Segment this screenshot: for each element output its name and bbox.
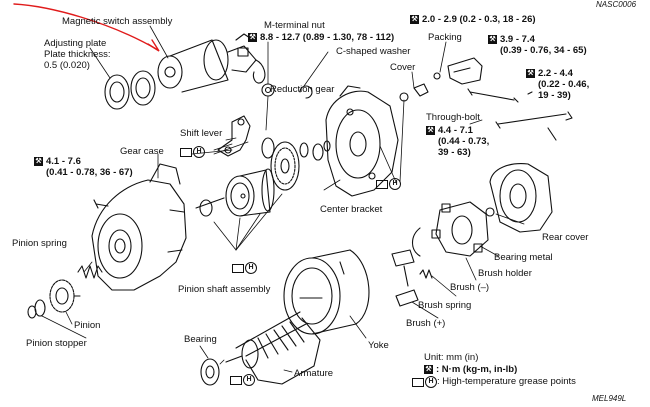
label-pinion-stopper: Pinion stopper xyxy=(26,338,87,349)
grease-h-icon: H xyxy=(245,262,257,274)
wrench-icon: ⚒ xyxy=(248,32,257,42)
grease-marker: H xyxy=(230,374,255,386)
wrench-icon: ⚒ xyxy=(34,156,43,166)
grease-marker: H xyxy=(376,178,401,190)
wrench-icon: ⚒ xyxy=(526,68,535,78)
gear-case-drawing xyxy=(91,163,187,291)
grease-h-icon: H xyxy=(193,146,205,158)
leader-lines xyxy=(41,25,525,373)
wrench-icon: ⚒ xyxy=(424,364,433,374)
magnetic-switch-drawing xyxy=(157,33,266,93)
torque-through-bolt: ⚒4.4 - 7.1(0.44 - 0.73,39 - 63) xyxy=(426,125,490,158)
label-shift-lever: Shift lever xyxy=(180,128,223,139)
label-brush-plus: Brush (+) xyxy=(406,318,446,329)
legend-unit: Unit: mm (in) xyxy=(424,352,479,363)
label-brush-spring: Brush spring xyxy=(418,300,472,311)
label-bearing: Bearing xyxy=(184,334,217,345)
legend: Unit: mm (in) ⚒: N·m (kg-m, in-lb) H: Hi… xyxy=(412,352,576,388)
packing-cover-drawing xyxy=(413,57,483,97)
label-center-bracket: Center bracket xyxy=(320,204,383,215)
torque-terminal-bolt: ⚒3.9 - 7.4(0.39 - 0.76, 34 - 65) xyxy=(488,34,587,56)
grease-h-icon: H xyxy=(389,178,401,190)
label-brush-minus: Brush (–) xyxy=(450,282,490,293)
center-bracket-drawing xyxy=(325,85,399,197)
torque-cover-screw: ⚒2.0 - 2.9 (0.2 - 0.3, 18 - 26) xyxy=(410,14,536,25)
wrench-icon: ⚒ xyxy=(488,34,497,44)
label-yoke: Yoke xyxy=(368,340,389,351)
brushes-drawing xyxy=(391,249,433,307)
bolts-drawing xyxy=(93,88,573,209)
label-reduction-gear: Reduction gear xyxy=(270,84,335,95)
label-brush-holder: Brush holder xyxy=(478,268,532,279)
reduction-gear-drawing xyxy=(261,137,331,191)
grease-h-icon: H xyxy=(243,374,255,386)
wrench-icon: ⚒ xyxy=(410,14,419,24)
label-bearing-metal: Bearing metal xyxy=(494,252,553,263)
bearing-drawing xyxy=(200,358,220,386)
torque-gear-case-bolt: ⚒4.1 - 7.6(0.41 - 0.78, 36 - 67) xyxy=(34,156,133,178)
label-c-washer: C-shaped washer xyxy=(336,46,411,57)
wrench-icon: ⚒ xyxy=(426,125,435,135)
legend-torque: ⚒: N·m (kg-m, in-lb) xyxy=(424,364,518,375)
label-m-terminal-nut: M-terminal nut xyxy=(264,20,325,31)
label-cover: Cover xyxy=(390,62,416,73)
label-gear-case: Gear case xyxy=(120,146,164,157)
legend-grease: H: High-temperature grease points xyxy=(412,376,576,388)
torque-rear-screw: ⚒2.2 - 4.4(0.22 - 0.46,19 - 39) xyxy=(526,68,590,101)
armature-drawing xyxy=(225,311,321,385)
yoke-drawing xyxy=(283,249,370,335)
pinion-shaft-drawing xyxy=(195,168,275,217)
label-magnetic-switch: Magnetic switch assembly xyxy=(62,16,173,27)
pinion-parts-drawing xyxy=(27,265,103,319)
doc-code: NASC0006 xyxy=(596,0,637,9)
brush-holder-drawing xyxy=(411,201,489,257)
label-rear-cover: Rear cover xyxy=(542,232,589,243)
label-adjusting-plate: Adjusting plate Plate thickness: 0.5 (0.… xyxy=(44,38,111,71)
torque-m-terminal: ⚒8.8 - 12.7 (0.89 - 1.30, 78 - 112) xyxy=(248,32,395,43)
label-pinion-spring: Pinion spring xyxy=(12,238,67,249)
grease-marker: H xyxy=(232,262,257,274)
label-armature: Armature xyxy=(294,368,334,379)
label-pinion: Pinion xyxy=(74,320,101,331)
red-annotation-arrow xyxy=(13,3,160,52)
grease-marker: H xyxy=(180,146,205,158)
label-pinion-shaft: Pinion shaft assembly xyxy=(178,284,271,295)
label-through-bolt: Through-bolt xyxy=(426,112,480,123)
adjusting-plates-drawing xyxy=(104,70,156,110)
grease-h-icon: H xyxy=(425,376,437,388)
shift-lever-drawing xyxy=(217,115,251,157)
label-packing: Packing xyxy=(428,32,462,43)
rear-cover-drawing xyxy=(485,163,553,233)
figure-code: MEL949L xyxy=(592,394,627,403)
